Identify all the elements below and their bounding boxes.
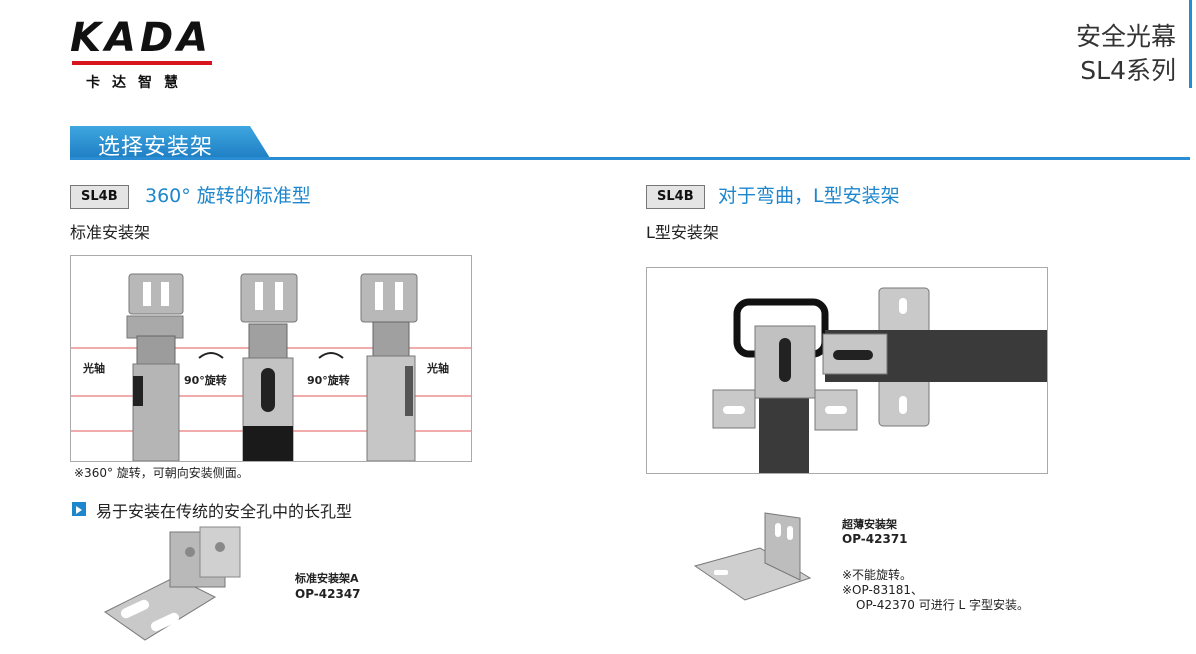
sensor-view-1 <box>126 273 184 462</box>
bracket-a-code: OP-42347 <box>295 587 361 601</box>
logo-underline <box>72 61 212 65</box>
section-tab <box>70 126 270 158</box>
left-model-badge: SL4B <box>70 185 129 209</box>
axis-label-left: 光轴 <box>83 362 105 375</box>
logo-wordmark: KADA <box>70 15 213 61</box>
rotation-diagram-svg <box>71 273 471 462</box>
bullet-text: 易于安装在传统的安全孔中的长孔型 <box>96 502 353 521</box>
rotate-label-2: 90°旋转 <box>307 374 350 387</box>
right-subtitle: L型安装架 <box>646 223 719 242</box>
rotate-arrow-icon-1 <box>198 352 224 359</box>
l-mount-diagram <box>646 267 1048 474</box>
rotate-arrow-icon-2 <box>318 352 344 359</box>
thin-bracket-name: 超薄安装架 <box>842 518 897 531</box>
series-title-line2: SL4系列 <box>1080 56 1176 85</box>
l-mount-diagram-svg <box>712 287 1047 474</box>
rotate-label-1: 90°旋转 <box>184 374 227 387</box>
right-note-3: OP-42370 可进行 L 字型安装。 <box>856 598 1030 612</box>
bullet-icon <box>72 502 86 516</box>
series-title: 安全光幕 SL4系列 <box>1076 20 1176 88</box>
series-title-line1: 安全光幕 <box>1075 22 1176 51</box>
left-subtitle: 标准安装架 <box>70 223 151 242</box>
section-divider <box>70 157 1190 160</box>
left-rotation-note: ※360° 旋转，可朝向安装侧面。 <box>74 466 249 480</box>
bracket-a-image <box>104 526 241 641</box>
right-note-2: ※OP-83181、 <box>842 583 923 597</box>
bracket-a-name: 标准安装架A <box>295 572 359 585</box>
thin-bracket-code: OP-42371 <box>842 532 908 546</box>
sensor-view-2 <box>240 273 298 462</box>
axis-label-right: 光轴 <box>427 362 449 375</box>
logo-chinese: 卡达智慧 <box>86 75 190 91</box>
sensor-view-3 <box>360 273 418 462</box>
rotation-diagram: 光轴 90°旋转 90°旋转 光轴 <box>70 255 472 462</box>
section-title: 选择安装架 <box>98 135 214 160</box>
right-model-badge: SL4B <box>646 185 705 209</box>
thin-bracket-image <box>693 512 812 601</box>
vertical-sensor-bar <box>759 398 809 474</box>
right-note-1: ※不能旋转。 <box>842 568 913 582</box>
header-accent-bar <box>1189 0 1192 88</box>
left-title: 360° 旋转的标准型 <box>145 185 311 207</box>
right-title: 对于弯曲，L型安装架 <box>718 185 900 207</box>
